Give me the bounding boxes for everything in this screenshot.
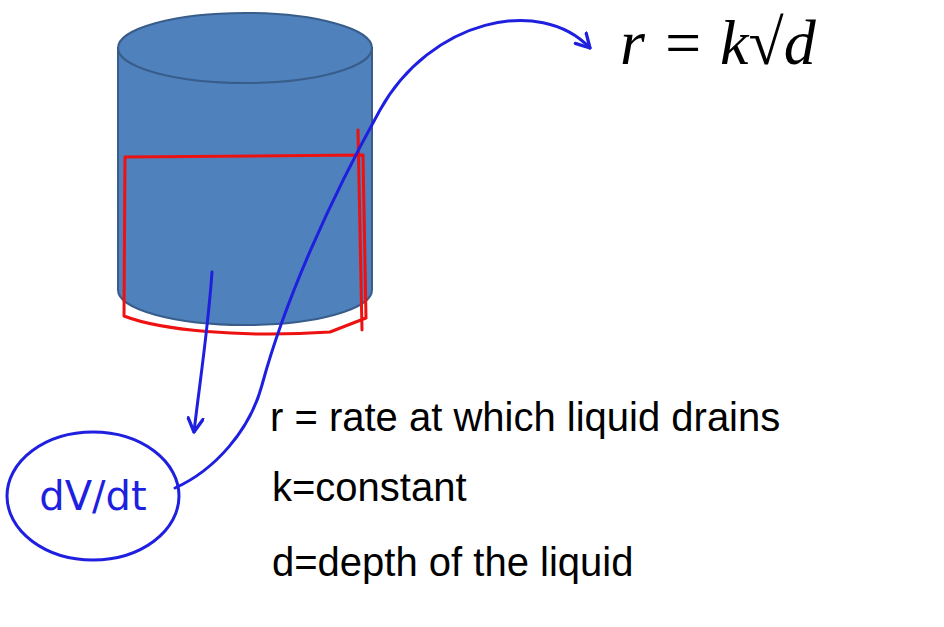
formula: r = k√d <box>620 6 816 80</box>
red-outline <box>124 130 366 334</box>
definition: k=constant <box>272 465 467 510</box>
definition: d=depth of the liquid <box>272 540 633 585</box>
down-arrow <box>194 272 212 432</box>
definition: r = rate at which liquid drains <box>270 395 780 440</box>
cylinder <box>118 13 372 325</box>
circled-term: dV/dt <box>5 430 181 562</box>
handwritten-term: dV/dt <box>39 473 146 519</box>
